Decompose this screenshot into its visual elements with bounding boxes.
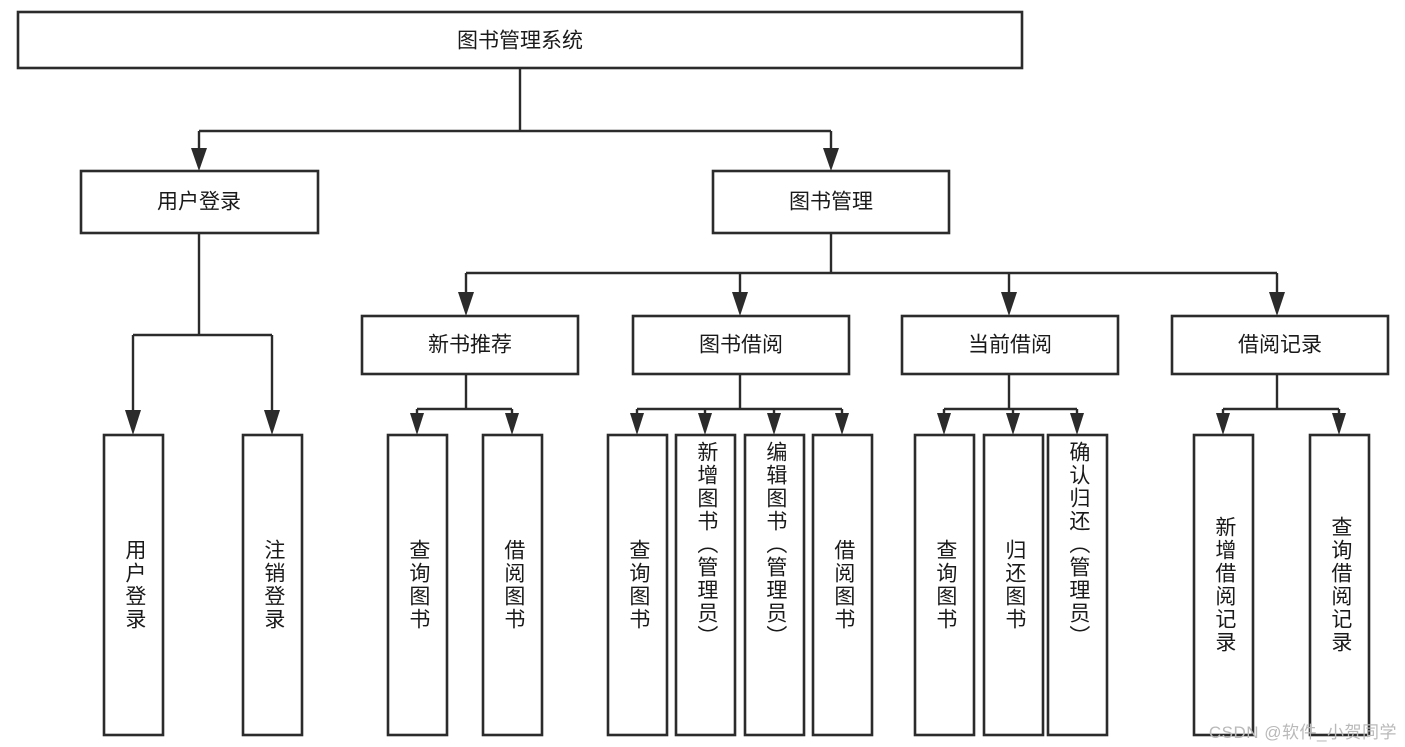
leaf-box-borrow-borrow-book[interactable] [811, 433, 874, 737]
node-current-borrow[interactable]: 当前借阅 [900, 314, 1120, 376]
leaf-box-current-query-book[interactable] [913, 433, 976, 737]
node-book-borrow[interactable]: 图书借阅 [631, 314, 851, 376]
arrow-head-current-borrow [1001, 292, 1017, 316]
arrow-head-borrowrecord-leaf-1 [1216, 413, 1230, 435]
node-user-login[interactable]: 用户登录 [79, 169, 320, 235]
node-current-borrow-label: 当前借阅 [968, 334, 1052, 357]
leaf-box-record-query-record[interactable] [1308, 433, 1371, 737]
arrow-head-leaf-user-login [125, 410, 141, 435]
arrow-head-user-login [191, 148, 207, 171]
leaf-box-newbook-borrow-book[interactable] [481, 433, 544, 737]
arrow-head-leaf-logout [264, 410, 280, 435]
connector-group [125, 68, 1346, 435]
node-user-login-box[interactable] [79, 169, 320, 235]
node-new-book-recommend-box[interactable] [360, 314, 580, 376]
node-current-borrow-box[interactable] [900, 314, 1120, 376]
node-book-management-label: 图书管理 [789, 191, 873, 214]
node-book-borrow-box[interactable] [631, 314, 851, 376]
node-new-book-recommend-label: 新书推荐 [428, 334, 512, 357]
node-borrow-record[interactable]: 借阅记录 [1170, 314, 1390, 376]
arrow-head-bookborrow-leaf-1 [630, 413, 644, 435]
arrow-head-book-mgmt [823, 148, 839, 171]
watermark-text: CSDN @软件_小贺同学 [1208, 723, 1397, 742]
arrow-head-currentborrow-leaf-2 [1006, 413, 1020, 435]
node-root-label: 图书管理系统 [457, 30, 583, 53]
leaf-box-borrow-query-book[interactable] [606, 433, 669, 737]
node-user-login-label: 用户登录 [157, 191, 241, 214]
arrow-head-currentborrow-leaf-3 [1070, 413, 1084, 435]
node-book-management-box[interactable] [711, 169, 951, 235]
arrow-head-bookborrow-leaf-3 [767, 413, 781, 435]
arrow-head-borrowrecord-leaf-2 [1332, 413, 1346, 435]
leaf-box-user-login[interactable] [102, 433, 165, 737]
arrow-head-bookborrow-leaf-2 [698, 413, 712, 435]
arrow-head-currentborrow-leaf-1 [937, 413, 951, 435]
node-book-management[interactable]: 图书管理 [711, 169, 951, 235]
leaf-box-borrow-edit-book[interactable] [743, 433, 806, 737]
arrow-head-new-book [458, 292, 474, 316]
arrow-head-newbook-leaf-2 [505, 413, 519, 435]
leaf-box-current-confirm-return[interactable] [1046, 433, 1109, 737]
node-borrow-record-label: 借阅记录 [1238, 334, 1322, 357]
arrow-head-book-borrow [732, 292, 748, 316]
node-root-book-management-system[interactable]: 图书管理系统 [16, 10, 1024, 70]
leaf-box-newbook-query-book[interactable] [386, 433, 449, 737]
leaf-box-logout[interactable] [241, 433, 304, 737]
leaf-box-current-return-book[interactable] [982, 433, 1045, 737]
leaf-box-group [102, 433, 1371, 737]
arrow-head-bookborrow-leaf-4 [835, 413, 849, 435]
leaf-box-record-add-record[interactable] [1192, 433, 1255, 737]
arrow-head-newbook-leaf-1 [410, 413, 424, 435]
node-book-borrow-label: 图书借阅 [699, 334, 783, 357]
node-borrow-record-box[interactable] [1170, 314, 1390, 376]
node-root-box[interactable] [16, 10, 1024, 70]
arrow-head-borrow-record [1269, 292, 1285, 316]
leaf-box-borrow-add-book[interactable] [674, 433, 737, 737]
node-new-book-recommend[interactable]: 新书推荐 [360, 314, 580, 376]
